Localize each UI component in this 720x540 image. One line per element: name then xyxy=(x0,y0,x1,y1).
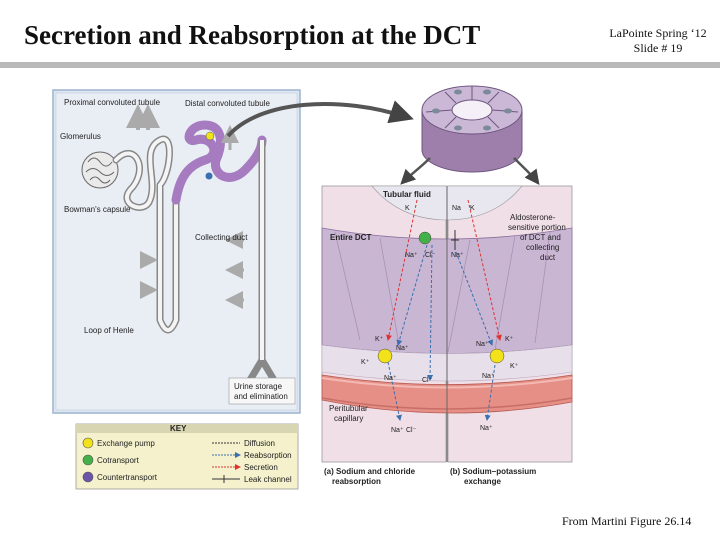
key-item-diffusion: Diffusion xyxy=(244,439,275,448)
key-panel: KEY Exchange pump Cotransport Countertra… xyxy=(75,423,299,490)
key-item-countertransport: Countertransport xyxy=(97,473,158,482)
nephron-panel: Proximal convoluted tubule Distal convol… xyxy=(52,89,301,414)
label-aldo-1: Aldosterone- xyxy=(510,213,556,222)
label-loop: Loop of Henle xyxy=(84,326,134,335)
ion-na-b3: Na⁺ xyxy=(476,341,489,348)
label-aldo-2: sensitive portion xyxy=(508,223,566,232)
exchange-pump-icon xyxy=(82,437,94,449)
caption-b-2: exchange xyxy=(464,477,501,486)
ion-cl-a: Cl⁻ xyxy=(425,252,436,259)
label-distal: Distal convoluted tubule xyxy=(185,99,270,108)
ion-k-a3: K⁺ xyxy=(361,359,370,366)
key-item-reabsorption: Reabsorption xyxy=(244,451,292,460)
detail-panels: Tubular fluid Entire DCT Aldosterone- se… xyxy=(321,185,573,486)
label-urine-1: Urine storage xyxy=(234,382,283,391)
header-rule xyxy=(0,62,720,68)
slide-number: Slide # 19 xyxy=(633,41,683,55)
key-item-cotransport: Cotransport xyxy=(97,456,140,465)
pump-symbol-b xyxy=(489,348,505,364)
course-label: LaPointe Spring ‘12 xyxy=(609,26,707,40)
label-aldo-3: of DCT and xyxy=(520,233,561,242)
zoom-arrow xyxy=(226,100,414,138)
ion-na-b5: Na⁺ xyxy=(480,425,493,432)
key-item-exchange: Exchange pump xyxy=(97,439,155,448)
caption-b-1: (b) Sodium–potassium xyxy=(450,467,536,476)
label-bowman: Bowman's capsule xyxy=(64,205,131,214)
ion-cl-a3: Cl⁻ xyxy=(406,427,417,434)
label-tubular-fluid: Tubular fluid xyxy=(383,190,431,199)
cotransport-symbol xyxy=(418,231,432,245)
cotransport-icon xyxy=(82,454,94,466)
label-peritubular-1: Peritubular xyxy=(329,404,368,413)
ion-na-a4: Na⁺ xyxy=(391,427,404,434)
key-item-leak: Leak channel xyxy=(244,475,292,484)
ion-na-a: Na⁺ xyxy=(405,252,418,259)
label-entire-dct: Entire DCT xyxy=(330,233,371,242)
label-urine-2: and elimination xyxy=(234,392,288,401)
caption-a-2: reabsorption xyxy=(332,477,381,486)
ion-k-b3: K⁺ xyxy=(510,363,519,370)
distal-tubule-shape xyxy=(171,120,225,205)
label-aldo-5: duct xyxy=(540,253,556,262)
ion-na-b4: Na⁺ xyxy=(482,373,495,380)
ion-cl-a2: Cl⁻ xyxy=(422,377,433,384)
ion-k-b: K xyxy=(470,205,475,212)
slide-title: Secretion and Reabsorption at the DCT xyxy=(24,20,481,50)
glomerulus-shape xyxy=(81,151,119,189)
ion-na-a3: Na⁺ xyxy=(384,375,397,382)
ion-k-b2: K⁺ xyxy=(505,336,514,343)
ion-na-b2: Na⁺ xyxy=(451,252,464,259)
ion-k-a: K xyxy=(405,205,410,212)
ion-k-a2: K⁺ xyxy=(375,336,384,343)
pump-symbol-a xyxy=(377,348,393,364)
tubule-cross-section xyxy=(400,85,540,185)
caption-a-1: (a) Sodium and chloride xyxy=(324,467,416,476)
ion-na-b: Na xyxy=(452,205,461,212)
slide-info: LaPointe Spring ‘12 Slide # 19 xyxy=(598,26,718,56)
label-proximal: Proximal convoluted tubule xyxy=(64,98,161,107)
key-title: KEY xyxy=(170,424,187,433)
label-collecting: Collecting duct xyxy=(195,233,248,242)
countertransport-icon xyxy=(82,471,94,483)
label-glomerulus: Glomerulus xyxy=(60,132,101,141)
label-aldo-4: collecting xyxy=(526,243,559,252)
figure-credit: From Martini Figure 26.14 xyxy=(562,514,692,528)
key-item-secretion: Secretion xyxy=(244,463,278,472)
ion-na-a2: Na⁺ xyxy=(396,345,409,352)
label-peritubular-2: capillary xyxy=(334,414,363,423)
